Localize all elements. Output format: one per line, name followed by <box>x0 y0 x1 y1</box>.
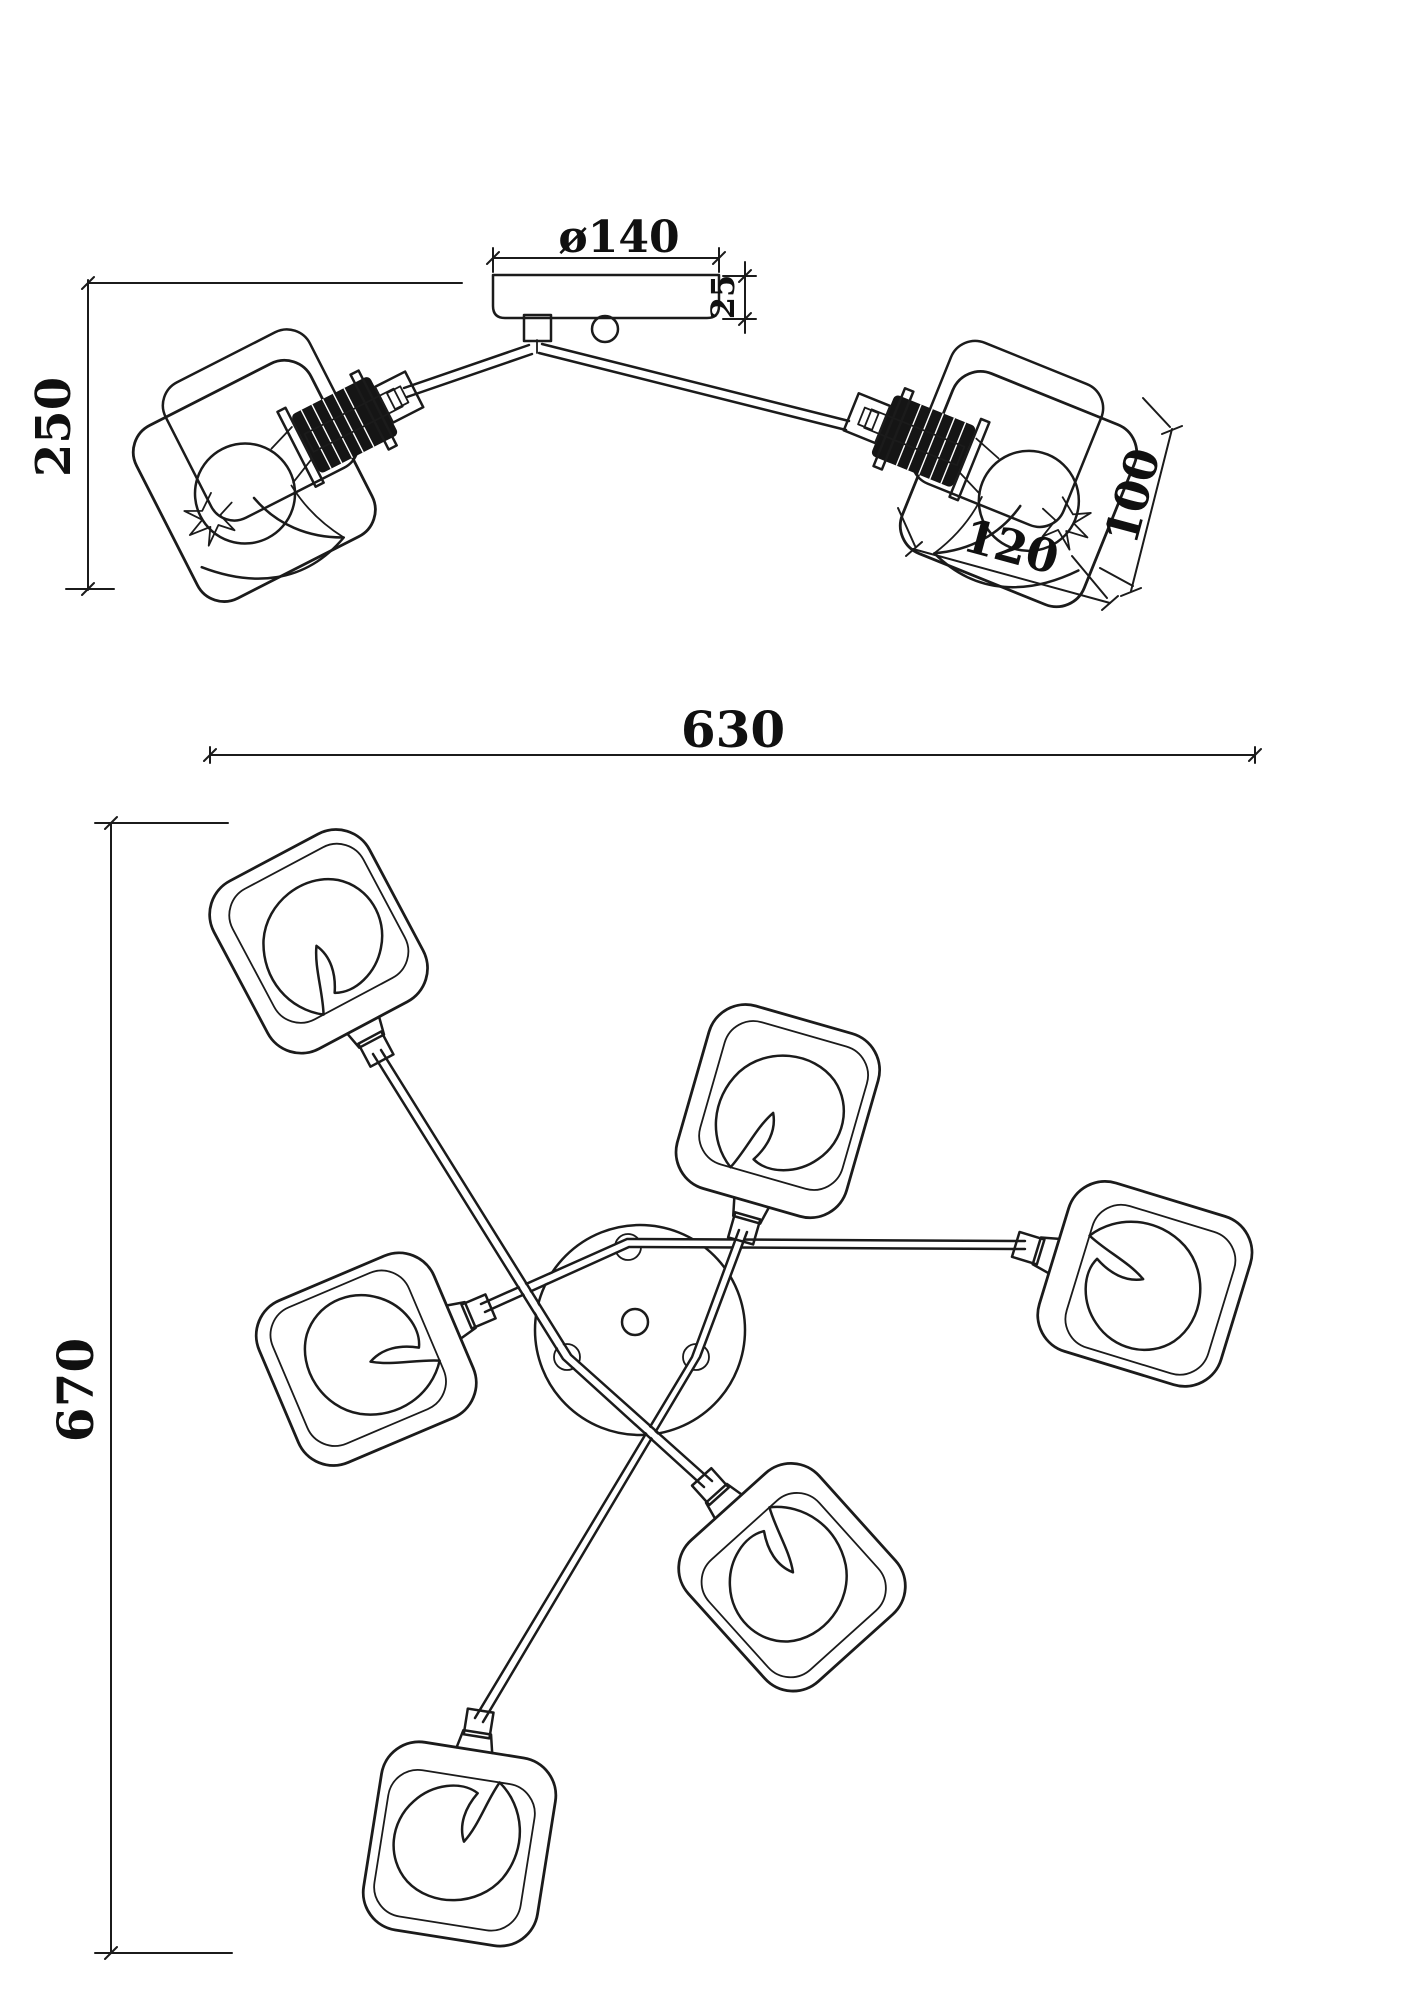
canopy-screw <box>590 314 620 344</box>
dim-overall-height: 250 <box>26 276 463 596</box>
dim-label-overall-depth: 670 <box>46 1338 105 1442</box>
dim-overall-width: 630 <box>203 700 1262 764</box>
dim-canopy-diameter: ø140 <box>486 212 726 273</box>
shade-right-elevation <box>808 304 1157 621</box>
dim-label-overall-width: 630 <box>681 700 785 759</box>
plan-shade-left <box>243 1224 527 1479</box>
plan-shade-top-middle <box>654 994 891 1267</box>
plan-shade-right <box>988 1158 1263 1398</box>
rod-topleft-bottommid <box>371 1048 714 1489</box>
canopy-side <box>491 273 721 320</box>
plan-shade-bottom-left <box>356 1695 569 1953</box>
plan-view: 630 670 <box>46 700 1263 1960</box>
arm-connector-square <box>522 313 553 343</box>
canopy-center-hole <box>620 1307 650 1337</box>
dim-label-canopy-height: 25 <box>704 275 742 320</box>
side-elevation-view: ø140 25 250 <box>26 212 1183 621</box>
dim-label-overall-height: 250 <box>26 377 82 477</box>
dim-label-shade-height: 100 <box>1094 442 1171 549</box>
plan-shade-top-left <box>194 814 462 1104</box>
hanger-arms <box>402 313 851 432</box>
canopy-plan <box>533 1223 747 1437</box>
dim-label-canopy-diameter: ø140 <box>558 212 679 263</box>
dim-shade-height: 100 <box>1094 397 1183 597</box>
shade-left-elevation <box>109 286 466 617</box>
rod-left-right <box>479 1237 1027 1314</box>
dim-overall-depth: 670 <box>46 816 233 1960</box>
dim-canopy-height: 25 <box>704 261 757 334</box>
canopy-mount-hole <box>553 1343 581 1371</box>
dim-label-shade-width: 120 <box>958 508 1065 585</box>
rod-topmid-bottomleft <box>473 1228 749 1724</box>
